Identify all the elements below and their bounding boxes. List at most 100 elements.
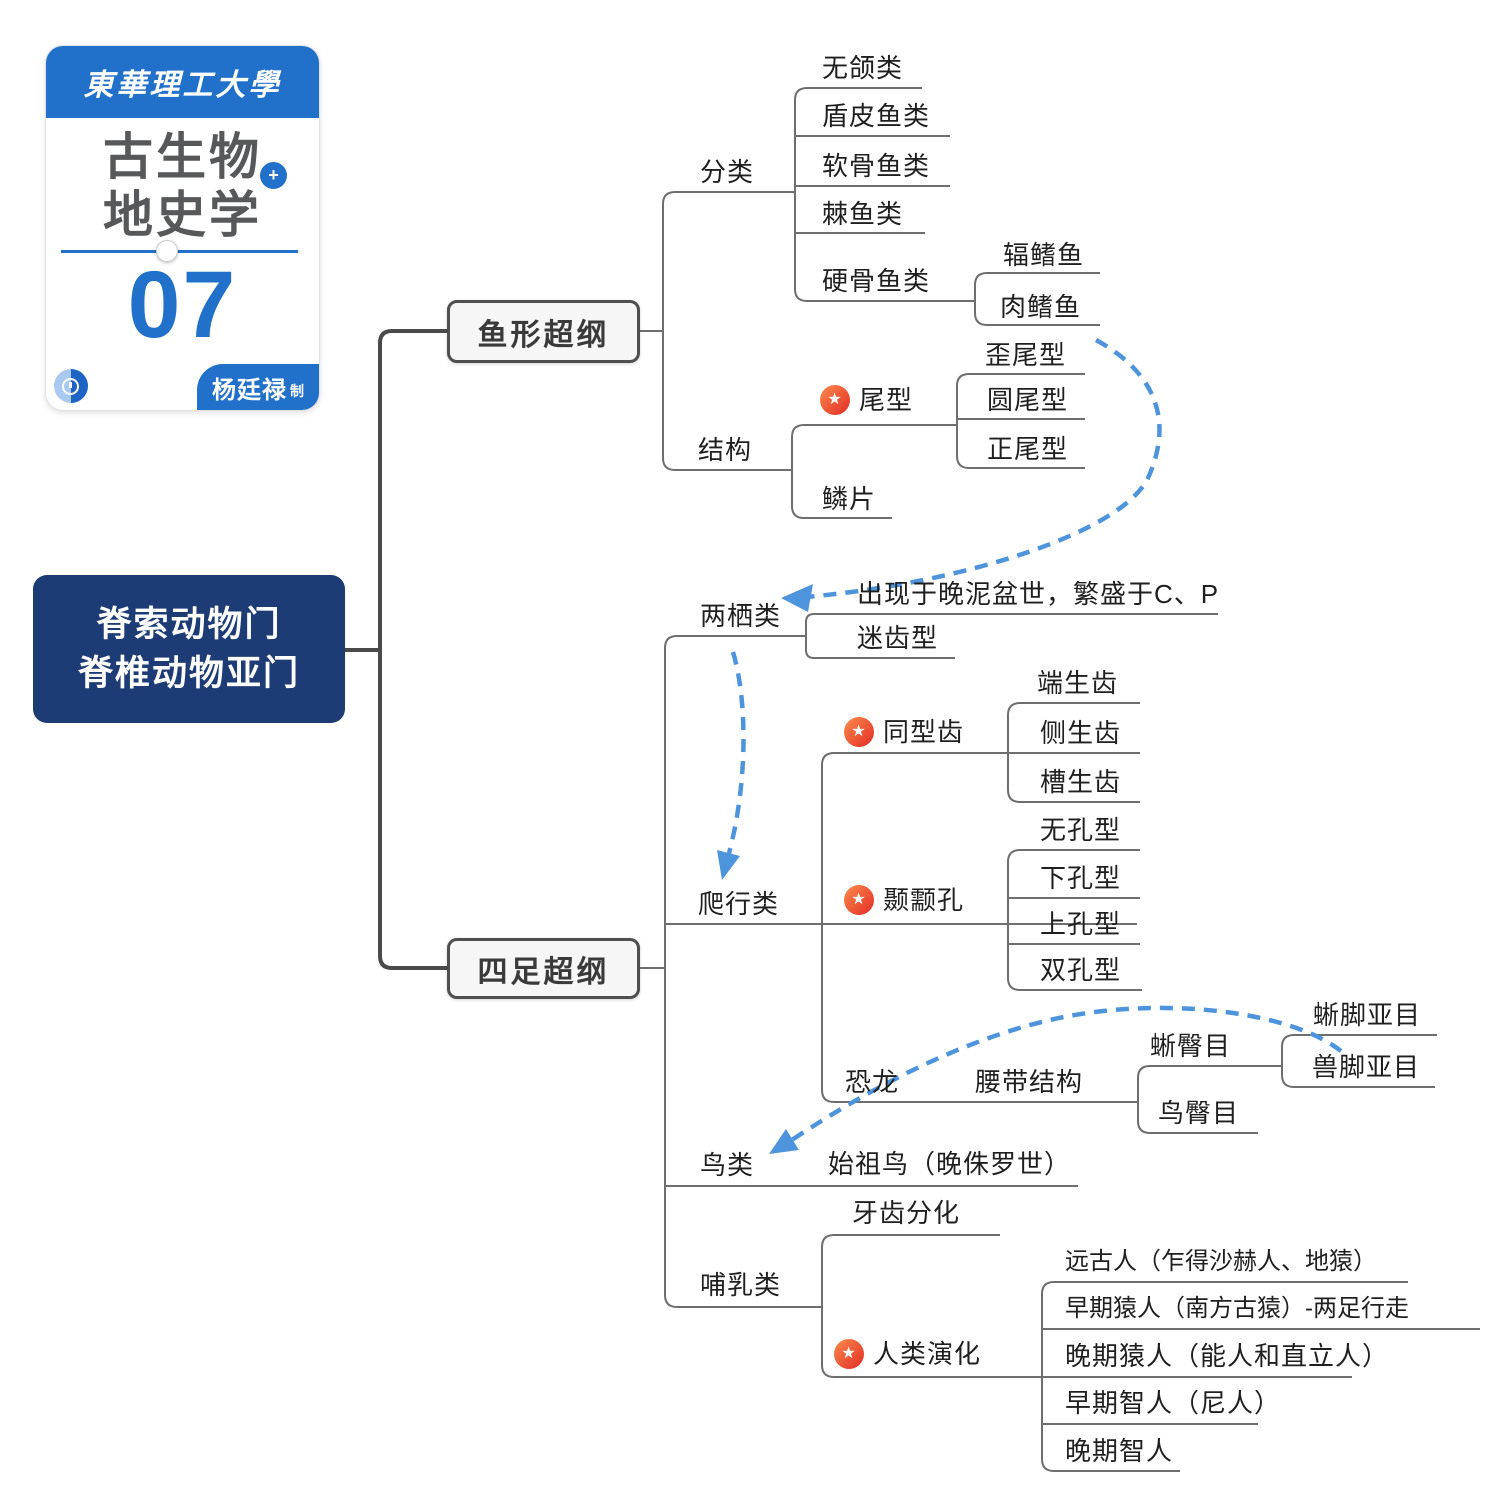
arrow-shoujiaoyamu-to-niaolei xyxy=(778,1005,1343,1150)
connector-tetrapod-liangqilei xyxy=(664,635,806,968)
topic-fuqiyu[interactable]: 辐鳍鱼 xyxy=(1003,240,1085,270)
topic-renleiyanhua-label: 人类演化 xyxy=(873,1339,982,1369)
topic-yingguyulei[interactable]: 硬骨鱼类 xyxy=(822,266,931,296)
topic-ceshengchi[interactable]: 侧生齿 xyxy=(1040,718,1122,748)
connector-root-to-tetrapod xyxy=(378,650,447,970)
topic-yachifenhua[interactable]: 牙齿分化 xyxy=(852,1198,961,1228)
connector-fenlei-wuhelei xyxy=(794,87,922,192)
connector-fish-jiegou xyxy=(662,331,792,471)
topic-wuhelei[interactable]: 无颌类 xyxy=(822,53,904,83)
star-icon: ★ xyxy=(834,1339,864,1369)
connector-root-to-fish xyxy=(378,329,447,650)
topic-jiyulei[interactable]: 棘鱼类 xyxy=(822,199,904,229)
arrow-rouqiyu-to-liangqilei xyxy=(805,338,1162,600)
topic-waiweixing[interactable]: 歪尾型 xyxy=(985,340,1067,370)
lesson-number: 07 xyxy=(127,252,238,358)
connector-renlei-wanqizhiren xyxy=(1041,1377,1180,1472)
connector-liangqi-chuxian xyxy=(805,613,1218,636)
connector-jiegou-weixing xyxy=(791,424,957,470)
topic-caoshengchi[interactable]: 槽生齿 xyxy=(1040,767,1122,797)
clock-face xyxy=(62,378,79,395)
arrow-liangqilei-to-paxinglei xyxy=(723,651,746,865)
connector-yinggu-rouqiyu xyxy=(974,301,1100,326)
topic-tetrapod-superclass[interactable]: 四足超纲 xyxy=(447,938,640,999)
topic-fenlei[interactable]: 分类 xyxy=(700,157,755,187)
arrowhead-niaolei xyxy=(769,1129,799,1154)
topic-ruanguyulei[interactable]: 软骨鱼类 xyxy=(822,151,931,181)
topic-shizuniao[interactable]: 始祖鸟（晚侏罗世） xyxy=(828,1149,1072,1179)
root-topic[interactable]: 脊索动物门 脊椎动物亚门 xyxy=(33,575,345,723)
connector-fish-fenlei xyxy=(662,191,795,331)
topic-zaoqizhiren[interactable]: 早期智人（尼人） xyxy=(1065,1388,1282,1418)
topic-michixing[interactable]: 迷齿型 xyxy=(857,623,939,653)
course-title-line1: 古生物 xyxy=(103,129,262,185)
topic-weixing-label: 尾型 xyxy=(859,385,914,415)
connector-xitunmu-xijiaoyamu xyxy=(1281,1034,1437,1066)
topic-yaodaijiegou[interactable]: 腰带结构 xyxy=(975,1067,1084,1097)
topic-konglong[interactable]: 恐龙 xyxy=(845,1067,900,1097)
clock-icon xyxy=(54,369,88,403)
topic-weixing[interactable]: ★ 尾型 xyxy=(820,384,913,416)
author-suffix: 制 xyxy=(290,383,304,399)
connector-fenlei-yingguyulei xyxy=(794,192,975,302)
connector-renlei-yuangu xyxy=(1041,1281,1408,1377)
topic-liangqilei[interactable]: 两栖类 xyxy=(700,601,782,631)
divider-line xyxy=(61,250,298,253)
connector-paxing-konglong xyxy=(821,924,1138,1103)
connector-tongxingchi-duanshengchi xyxy=(1007,702,1140,753)
topic-shangkongxing[interactable]: 上孔型 xyxy=(1040,909,1122,939)
author-ribbon: 杨廷禄 制 xyxy=(197,364,319,410)
topic-jiegou[interactable]: 结构 xyxy=(698,435,753,465)
topic-tongxingchi[interactable]: ★ 同型齿 xyxy=(844,716,964,748)
connector-weixing-zhengweixing xyxy=(956,425,1085,469)
topic-shoujiaoyamu[interactable]: 兽脚亚目 xyxy=(1312,1052,1421,1082)
topic-fish-superclass[interactable]: 鱼形超纲 xyxy=(447,300,640,363)
topic-paxinglei[interactable]: 爬行类 xyxy=(698,889,780,919)
topic-zhengweixing[interactable]: 正尾型 xyxy=(987,434,1069,464)
topic-xijiaoyamu[interactable]: 蜥脚亚目 xyxy=(1313,1000,1422,1030)
topic-tongxingchi-label: 同型齿 xyxy=(883,717,965,747)
university-name: 東華理工大學 xyxy=(46,46,319,118)
arrowhead-liangqilei xyxy=(781,584,813,612)
topic-niaolei[interactable]: 鸟类 xyxy=(700,1150,755,1180)
star-icon: ★ xyxy=(820,385,850,415)
star-icon: ★ xyxy=(844,717,874,747)
connector-nierukong-shuangkongxing xyxy=(1007,924,1142,991)
topic-zaoqiyuanren[interactable]: 早期猿人（南方古猿）-两足行走 xyxy=(1065,1295,1409,1322)
topic-shuangkongxing[interactable]: 双孔型 xyxy=(1040,955,1122,985)
plus-icon: + xyxy=(260,162,287,189)
topic-linpian[interactable]: 鳞片 xyxy=(822,484,877,514)
root-topic-line1: 脊索动物门 xyxy=(96,605,282,644)
topic-renleiyanhua[interactable]: ★ 人类演化 xyxy=(834,1338,981,1370)
arrowhead-paxinglei xyxy=(717,850,740,880)
topic-wanqiyuanren[interactable]: 晚期猿人（能人和直立人） xyxy=(1065,1341,1390,1371)
topic-niaotunmu[interactable]: 鸟臀目 xyxy=(1158,1098,1240,1128)
topic-dunpiyulei[interactable]: 盾皮鱼类 xyxy=(822,101,931,131)
connector-tongxingchi-caoshengchi xyxy=(1007,753,1140,803)
connector-xitunmu-shoujiaoyamu xyxy=(1281,1066,1435,1088)
topic-xiakongxing[interactable]: 下孔型 xyxy=(1040,863,1122,893)
connector-paxing-tongxingchi xyxy=(821,752,1140,924)
connector-liangqi-michixing xyxy=(805,636,955,659)
topic-buzulei[interactable]: 哺乳类 xyxy=(700,1270,782,1300)
course-title: 古生物 地史学 xyxy=(46,128,319,244)
author-name: 杨廷禄 xyxy=(212,376,287,404)
topic-chuxian[interactable]: 出现于晚泥盆世，繁盛于C、P xyxy=(857,579,1220,609)
star-icon: ★ xyxy=(844,885,874,915)
topic-rouqiyu[interactable]: 肉鳍鱼 xyxy=(1000,292,1082,322)
connector-tetrapod-buzulei xyxy=(664,968,822,1308)
topic-nierukong-label: 颞颥孔 xyxy=(883,885,965,915)
connector-nierukong-wukongxing xyxy=(1007,849,1140,924)
connector-yaodai-xitunmu xyxy=(1137,1065,1282,1102)
topic-xitunmu[interactable]: 蜥臀目 xyxy=(1150,1031,1232,1061)
topic-yuangu[interactable]: 远古人（乍得沙赫人、地猿） xyxy=(1065,1248,1377,1275)
topic-yuanweixing[interactable]: 圆尾型 xyxy=(987,385,1069,415)
topic-nierukong[interactable]: ★ 颞颥孔 xyxy=(844,884,964,916)
course-title-line2: 地史学 xyxy=(103,187,262,243)
topic-duanshengchi[interactable]: 端生齿 xyxy=(1037,668,1119,698)
topic-wanqizhiren[interactable]: 晚期智人 xyxy=(1065,1436,1174,1466)
topic-wukongxing[interactable]: 无孔型 xyxy=(1040,815,1122,845)
course-logo-card: 東華理工大學 古生物 地史学 + 07 杨廷禄 制 xyxy=(45,45,320,411)
